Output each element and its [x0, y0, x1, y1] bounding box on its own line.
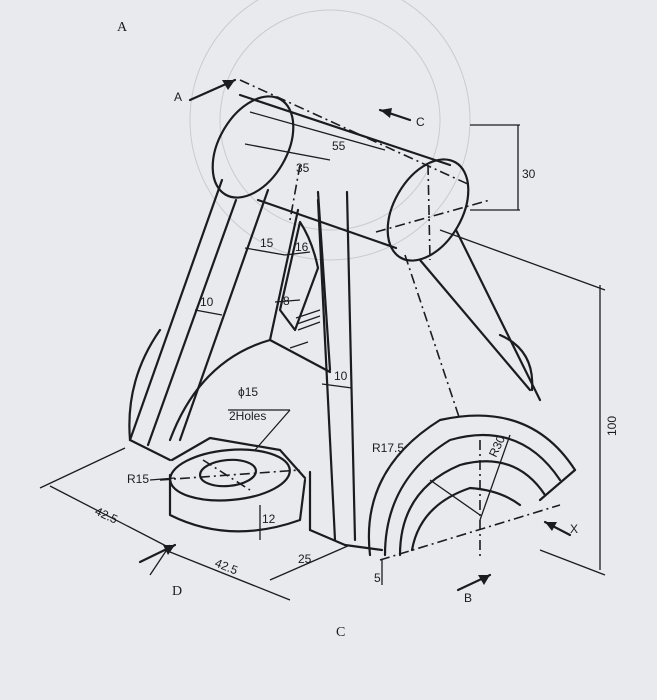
arrow-label-x: X [570, 522, 578, 536]
dim-10-right: 10 [334, 369, 348, 383]
dim-35: 35 [296, 161, 310, 175]
view-letter-bottom: C [336, 625, 345, 640]
dim-25: 25 [298, 552, 312, 566]
view-arrows [138, 78, 572, 592]
dimension-lines [39, 111, 606, 601]
inner-slot [278, 220, 321, 349]
right-arch [367, 414, 577, 561]
dim-30: 30 [522, 167, 536, 181]
dim-16: 16 [295, 240, 309, 254]
left-rib [128, 328, 332, 442]
front-boss [159, 436, 307, 533]
view-letter-top: A [117, 20, 128, 35]
arrow-label-c: C [416, 115, 425, 129]
construction-arcs [189, 0, 471, 261]
base-plate [128, 438, 384, 552]
top-cylinder [211, 79, 491, 262]
dim-55: 55 [332, 139, 346, 153]
radius-15: R15 [127, 472, 149, 486]
hole-note: 2Holes [229, 409, 266, 423]
hole-diameter: ϕ15 [238, 385, 258, 399]
radius-17-5: R17.5 [372, 441, 404, 455]
right-rear-boss [498, 333, 534, 392]
arrow-label-a: A [174, 90, 182, 104]
dim-15: 15 [260, 236, 274, 250]
dim-8: 8 [283, 294, 290, 308]
dim-10-left: 10 [200, 295, 214, 309]
arrow-label-b: B [464, 591, 472, 605]
dim-12: 12 [262, 512, 276, 526]
support-arms [128, 164, 542, 542]
dim-5: 5 [374, 571, 381, 585]
dim-42-5-left: 42.5 [93, 504, 120, 527]
arrow-label-d: D [172, 584, 182, 599]
dim-100: 100 [605, 416, 619, 436]
